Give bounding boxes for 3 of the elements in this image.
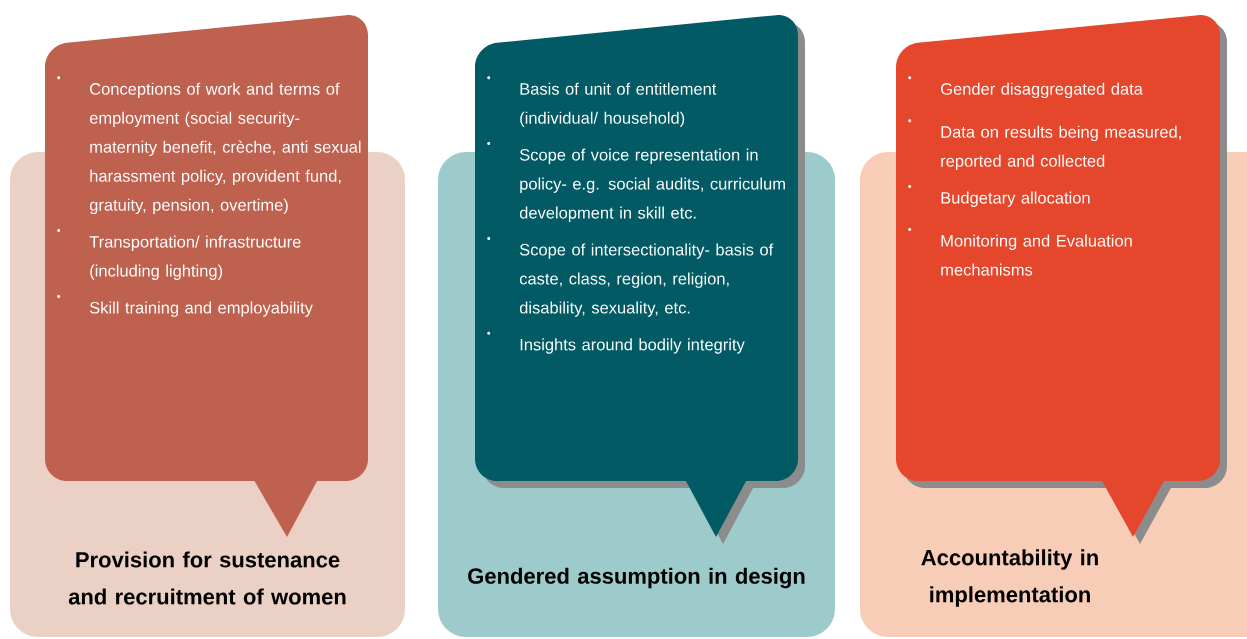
speech-bubble: Gender disaggregated data Data on results being measured, reported and collected Budgetary allocation Monitoring and Evaluation mechanisms bbox=[896, 15, 1227, 544]
speech-bubble: Conceptions of work and terms of employment (social security- maternity benefit, crèche, anti sexual harassment policy, provident fund, gratuity, pension, overtime) Transportation/ infrastructure (including lighting) Skill training and employability bbox=[45, 15, 368, 537]
speech-bubble: Basis of unit of entitlement (individual/ household) Scope of voice representation in policy- e.g. social audits, curriculum development in skill etc. Scope of intersectionality- basis of caste, class, region, religion, disability, sexuality, etc. Insights around bodily integrity bbox=[475, 15, 805, 544]
